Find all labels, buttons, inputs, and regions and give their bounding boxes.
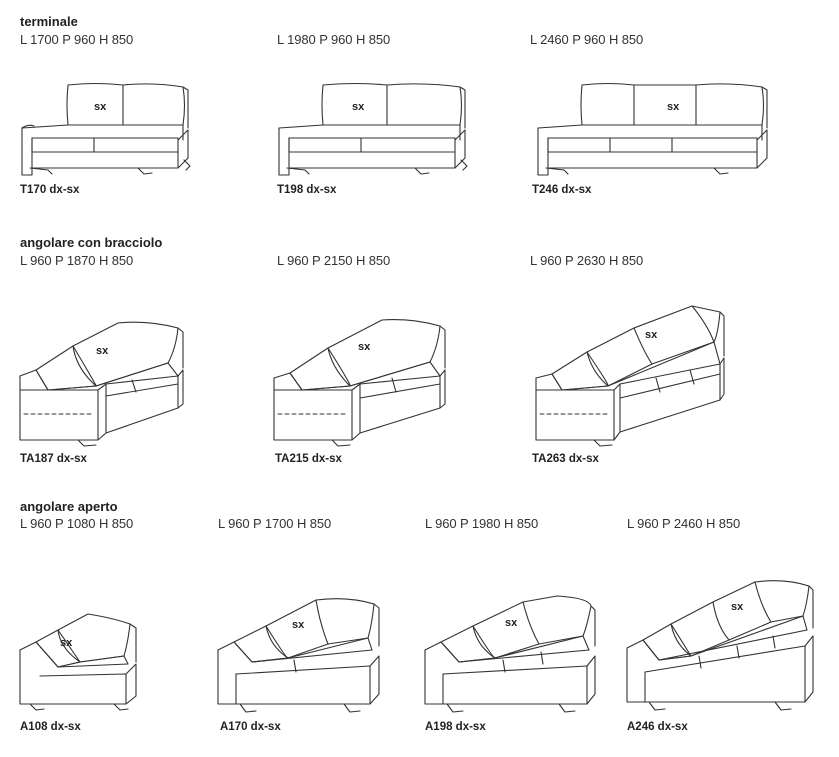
side-label-ta215: sx <box>358 341 371 353</box>
dims-ta187: L 960 P 1870 H 850 <box>20 253 134 268</box>
sofa-drawing-a246: sx <box>625 576 825 716</box>
dims-t198: L 1980 P 960 H 850 <box>277 32 391 47</box>
section-title-angolare-aperto: angolare aperto <box>20 499 118 514</box>
side-label-a198: sx <box>505 617 518 629</box>
sofa-drawing-t246: sx <box>534 80 774 180</box>
model-code-a170: A170 dx-sx <box>220 721 281 733</box>
section-title-terminale: terminale <box>20 14 78 29</box>
sofa-drawing-ta263: sx <box>532 304 732 449</box>
model-code-ta187: TA187 dx-sx <box>20 453 87 465</box>
sofa-drawing-ta187: sx <box>18 318 193 448</box>
sofa-drawing-t170: sx <box>18 80 198 180</box>
model-code-t198: T198 dx-sx <box>277 184 337 196</box>
side-label-a246: sx <box>731 601 744 613</box>
sofa-drawing-a198: sx <box>423 594 603 719</box>
dims-a170: L 960 P 1700 H 850 <box>218 516 332 531</box>
dims-t246: L 2460 P 960 H 850 <box>530 32 644 47</box>
dims-a198: L 960 P 1980 H 850 <box>425 516 539 531</box>
side-label-t198: sx <box>352 101 365 113</box>
sofa-drawing-a108: sx <box>18 612 153 717</box>
side-label-ta187: sx <box>96 345 109 357</box>
side-label-ta263: sx <box>645 329 658 341</box>
dims-a246: L 960 P 2460 H 850 <box>627 516 741 531</box>
model-code-ta263: TA263 dx-sx <box>532 453 599 465</box>
dims-ta215: L 960 P 2150 H 850 <box>277 253 391 268</box>
section-title-angolare-con-bracciolo: angolare con bracciolo <box>20 235 163 250</box>
dims-t170: L 1700 P 960 H 850 <box>20 32 134 47</box>
model-code-a198: A198 dx-sx <box>425 721 486 733</box>
model-code-a246: A246 dx-sx <box>627 721 688 733</box>
sofa-drawing-t198: sx <box>275 80 475 180</box>
sofa-drawing-a170: sx <box>216 594 386 719</box>
model-code-a108: A108 dx-sx <box>20 721 81 733</box>
side-label-t246: sx <box>667 101 680 113</box>
dims-ta263: L 960 P 2630 H 850 <box>530 253 644 268</box>
model-code-ta215: TA215 dx-sx <box>275 453 342 465</box>
side-label-a170: sx <box>292 619 305 631</box>
side-label-a108: sx <box>60 637 73 649</box>
model-code-t246: T246 dx-sx <box>532 184 592 196</box>
sofa-drawing-ta215: sx <box>270 318 455 448</box>
model-code-t170: T170 dx-sx <box>20 184 80 196</box>
dims-a108: L 960 P 1080 H 850 <box>20 516 134 531</box>
side-label-t170: sx <box>94 101 107 113</box>
